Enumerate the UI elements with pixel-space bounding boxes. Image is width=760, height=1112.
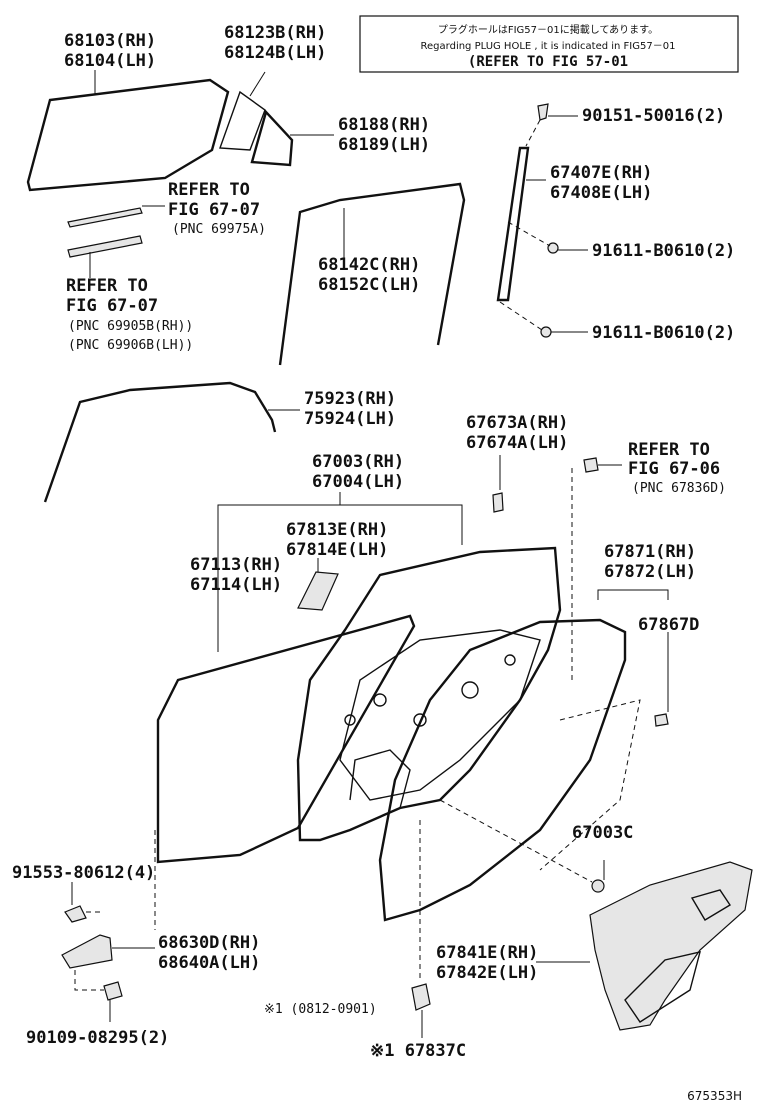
label-68189[interactable]: 68189(LH) (338, 135, 430, 155)
figure-id: 675353H (687, 1089, 742, 1103)
refer2-line3: (PNC 69905B(RH)) (68, 319, 193, 334)
refer2-line2[interactable]: FIG 67-07 (66, 296, 158, 316)
label-67813e[interactable]: 67813E(RH) (286, 520, 388, 540)
screw-91611-lower-part[interactable] (540, 326, 552, 338)
plug-67003c-part[interactable] (591, 879, 605, 893)
label-67871[interactable]: 67871(RH) (604, 542, 696, 562)
label-67841e[interactable]: 67841E(RH) (436, 943, 538, 963)
quarter-glass-part[interactable] (219, 90, 266, 151)
glass-run-part[interactable] (278, 182, 466, 366)
label-75923[interactable]: 75923(RH) (304, 389, 396, 409)
note-line-1: プラグホールはFIG57－01に掲載してあります。 (438, 23, 658, 36)
label-67408e[interactable]: 67408E(LH) (550, 183, 652, 203)
label-67814e[interactable]: 67814E(LH) (286, 540, 388, 560)
label-91553[interactable]: 91553-80612(4) (12, 863, 155, 883)
refer3-line2[interactable]: FIG 67-06 (628, 459, 720, 479)
door-hinge-part[interactable] (61, 934, 113, 969)
label-68152c[interactable]: 68152C(LH) (318, 275, 420, 295)
bolt-91553-part[interactable] (64, 905, 87, 923)
note-line-2: Regarding PLUG HOLE , it is indicated in… (421, 41, 676, 52)
note-line-3: (REFER TO FIG 57-01 (468, 54, 628, 70)
label-90151[interactable]: 90151-50016(2) (582, 106, 725, 126)
belt-moulding-inner-part[interactable] (67, 235, 143, 258)
stopper-67837c-part[interactable] (411, 983, 431, 1011)
label-90109[interactable]: 90109-08295(2) (26, 1028, 169, 1048)
label-68630d[interactable]: 68630D(RH) (158, 933, 260, 953)
labels: 68103(RH) 68104(LH) 68123B(RH) 68124B(LH… (12, 23, 742, 1103)
division-bar-part[interactable] (496, 146, 530, 302)
belt-moulding-outer-part[interactable] (67, 207, 143, 228)
note-model-range: ※1 (0812-0901) (264, 1002, 377, 1017)
label-67837c[interactable]: ※1 67837C (370, 1041, 466, 1061)
quarter-weatherstrip-part[interactable] (250, 109, 294, 167)
refer1-line3: (PNC 69975A) (172, 222, 266, 237)
label-67813e-part[interactable] (297, 571, 339, 611)
label-67114[interactable]: 67114(LH) (190, 575, 282, 595)
clip-67867d-part[interactable] (654, 713, 669, 727)
label-68123b[interactable]: 68123B(RH) (224, 23, 326, 43)
label-68103[interactable]: 68103(RH) (64, 31, 156, 51)
clip-67673a-part[interactable] (492, 492, 504, 513)
door-shell-part[interactable] (296, 546, 562, 842)
refer3-line3: (PNC 67836D) (632, 481, 726, 496)
label-67003c[interactable]: 67003C (572, 823, 633, 843)
label-67674a[interactable]: 67674A(LH) (466, 433, 568, 453)
bolt-90109-part[interactable] (103, 981, 123, 1001)
clip-67836d-part[interactable] (583, 457, 599, 473)
refer2-line4: (PNC 69906B(LH)) (68, 338, 193, 353)
label-75924[interactable]: 75924(LH) (304, 409, 396, 429)
clip-90151-part[interactable] (537, 103, 549, 121)
label-68640a[interactable]: 68640A(LH) (158, 953, 260, 973)
label-67407e[interactable]: 67407E(RH) (550, 163, 652, 183)
label-67004[interactable]: 67004(LH) (312, 472, 404, 492)
label-68104[interactable]: 68104(LH) (64, 51, 156, 71)
label-91611-upper[interactable]: 91611-B0610(2) (592, 241, 735, 261)
outer-panel-part[interactable] (156, 614, 416, 864)
refer2-line1[interactable]: REFER TO (66, 276, 148, 296)
screw-91611-upper-part[interactable] (547, 242, 559, 254)
refer1-line1[interactable]: REFER TO (168, 180, 250, 200)
door-glass-part[interactable] (26, 78, 230, 192)
label-67673a[interactable]: 67673A(RH) (466, 413, 568, 433)
label-67113[interactable]: 67113(RH) (190, 555, 282, 575)
label-67872[interactable]: 67872(LH) (604, 562, 696, 582)
refer3-line1[interactable]: REFER TO (628, 440, 710, 460)
door-trim-board-part[interactable] (589, 861, 753, 1031)
label-68142c[interactable]: 68142C(RH) (318, 255, 420, 275)
door-weatherstrip-part[interactable] (378, 618, 627, 922)
refer1-line2[interactable]: FIG 67-07 (168, 200, 260, 220)
frame-moulding-part[interactable] (43, 381, 277, 503)
note-box: プラグホールはFIG57－01に掲載してあります。 Regarding PLUG… (359, 15, 739, 73)
label-67867d[interactable]: 67867D (638, 615, 699, 635)
label-68124b[interactable]: 68124B(LH) (224, 43, 326, 63)
label-67003[interactable]: 67003(RH) (312, 452, 404, 472)
label-68188[interactable]: 68188(RH) (338, 115, 430, 135)
label-91611-lower[interactable]: 91611-B0610(2) (592, 323, 735, 343)
label-67842e[interactable]: 67842E(LH) (436, 963, 538, 983)
